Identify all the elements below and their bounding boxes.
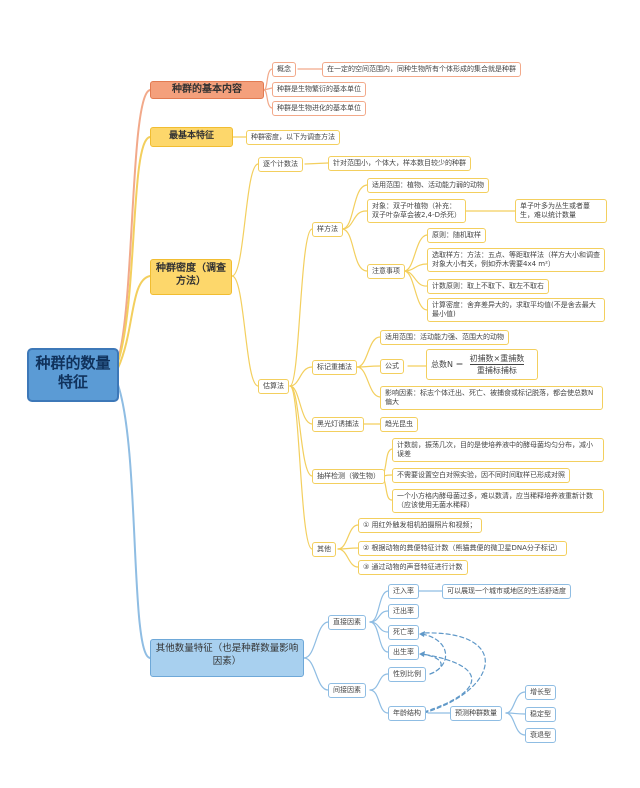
formula-numerator: 初捕数×重捕数	[469, 354, 525, 363]
predict-population: 预测种群数量	[450, 706, 502, 721]
direct-factors-label: 直接因素	[328, 615, 366, 630]
formula-denominator: 重捕标捕标	[476, 366, 517, 375]
concept-text: 在一定的空间范围内，同种生物所有个体形成的集合就是种群	[322, 62, 521, 77]
feature-text: 种群密度，以下为调查方法	[246, 130, 340, 145]
formula-lhs: 总数N ＝	[431, 360, 464, 369]
light-trap-text: 趋光昆虫	[380, 417, 418, 432]
mark-factor: 影响因素：标志个体迁出、死亡、被捕食或标记脱落，都会使总数N偏大	[380, 386, 603, 410]
age-type-growth: 增长型	[525, 685, 556, 700]
other-item-feces: ② 根据动物的粪便特征计数（熊猫粪便的微卫星DNA分子标记）	[358, 541, 567, 556]
basic-item-evolution: 种群是生物进化的基本单位	[272, 101, 366, 116]
branch-basic-content: 种群的基本内容	[150, 81, 264, 99]
fraction-bar	[469, 364, 525, 365]
quadrat-method-label: 样方法	[312, 222, 343, 237]
age-type-stable: 稳定型	[525, 707, 556, 722]
branch-basic-feature: 最基本特征	[150, 127, 233, 147]
quadrat-note-principle: 原则：随机取样	[427, 228, 486, 243]
mark-recapture-label: 标记重捕法	[312, 360, 357, 375]
formula-fraction: 初捕数×重捕数 重捕标捕标	[469, 354, 525, 375]
emigration-rate: 迁出率	[388, 604, 419, 619]
quadrat-object-note: 单子叶多为丛生或者蔓生，难以统计数量	[515, 199, 607, 223]
death-rate: 死亡率	[388, 625, 419, 640]
age-structure: 年龄结构	[388, 706, 426, 721]
basic-item-reproduction: 种群是生物繁衍的基本单位	[272, 82, 366, 97]
count-method-label: 逐个计数法	[258, 157, 303, 172]
quadrat-note-density: 计算密度：舍弃差异大的，求取平均值(不是舍去最大最小值)	[427, 298, 605, 322]
sampling-item-2: 不需要设置空白对照实验，因不同时间取样已形成对照	[392, 468, 570, 483]
birth-rate: 出生率	[388, 645, 419, 660]
mark-formula: 总数N ＝ 初捕数×重捕数 重捕标捕标	[426, 349, 538, 380]
sampling-item-3: 一个小方格内酵母菌过多，难以数清，应当稀释培养液重新计数（应该使用无菌水稀释）	[392, 489, 604, 513]
light-trap-label: 黑光灯诱捕法	[312, 417, 364, 432]
count-method-text: 针对范围小，个体大，样本数目较少的种群	[328, 156, 471, 171]
quadrat-note-selection: 选取样方：方法：五点、等距取样法（样方大小和调查对象大小有关，例如乔木需要4x4…	[427, 248, 605, 272]
quadrat-notes-label: 注意事项	[367, 264, 405, 279]
concept-label: 概念	[272, 62, 296, 77]
branch-density-survey: 种群密度（调查方法）	[150, 259, 232, 295]
quadrat-note-counting: 计数原则：取上不取下、取左不取右	[427, 279, 549, 294]
sex-ratio: 性别比例	[388, 667, 426, 682]
mark-scope: 适用范围：活动能力强、范围大的动物	[380, 330, 509, 345]
quadrat-object: 对象：双子叶植物（补充：双子叶杂草会被2,4-D杀死）	[367, 199, 466, 223]
sampling-label: 抽样检测（微生物）	[312, 469, 385, 484]
other-methods-label: 其他	[312, 542, 336, 557]
immigration-rate: 迁入率	[388, 584, 419, 599]
sampling-item-1: 计数前，振荡几次，目的是使培养液中的酵母菌均匀分布，减小误差	[392, 438, 604, 462]
quadrat-scope: 适用范围：植物、活动能力弱的动物	[367, 178, 489, 193]
branch-other-features: 其他数量特征（也是种群数量影响因素）	[150, 639, 304, 677]
age-type-decline: 衰退型	[525, 728, 556, 743]
root-node: 种群的数量特征	[27, 348, 119, 402]
other-item-sound: ③ 通过动物的声音特征进行计数	[358, 560, 468, 575]
other-item-camera: ① 用红外触发相机拍摄照片和视频；	[358, 518, 482, 533]
mark-formula-label: 公式	[380, 359, 404, 374]
immigration-note: 可以展现一个城市或地区的生活舒适度	[442, 584, 571, 599]
estimate-method-label: 估算法	[258, 379, 289, 394]
indirect-factors-label: 间接因素	[328, 683, 366, 698]
